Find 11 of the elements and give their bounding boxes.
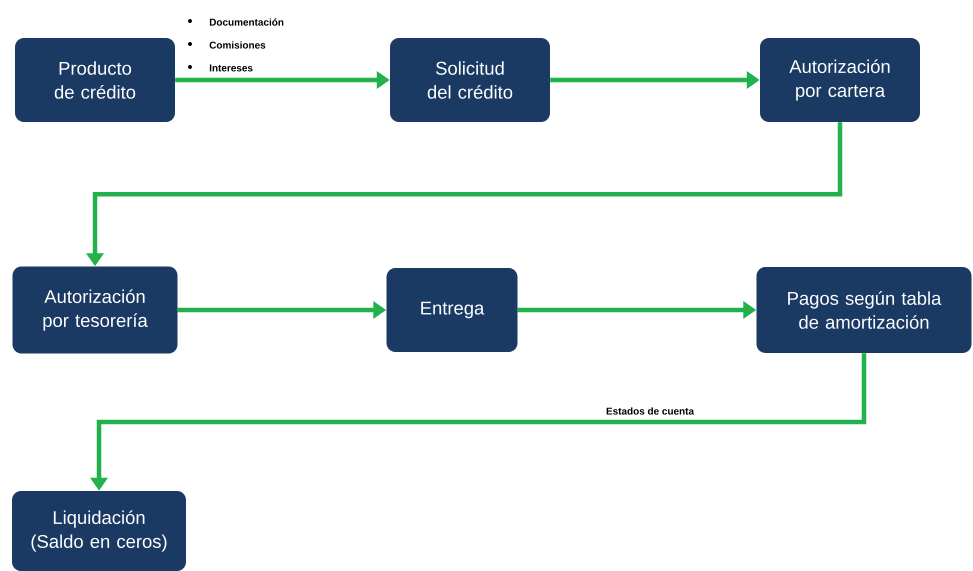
process-box: Solicitud del crédito: [390, 38, 550, 122]
bullet-item: Comisiones: [188, 41, 266, 49]
bullet-item: Documentación: [188, 18, 284, 26]
process-box: Pagos según tabla de amortización: [756, 267, 972, 353]
process-box: Entrega: [386, 268, 518, 352]
bullet-item: Intereses: [188, 64, 253, 72]
process-box: Autorización por tesorería: [12, 266, 178, 354]
process-box: Liquidación (Saldo en ceros): [12, 491, 186, 571]
process-box: Producto de crédito: [15, 38, 175, 122]
process-box: Autorización por cartera: [760, 38, 920, 122]
edge-label: Estados de cuenta: [606, 407, 694, 415]
